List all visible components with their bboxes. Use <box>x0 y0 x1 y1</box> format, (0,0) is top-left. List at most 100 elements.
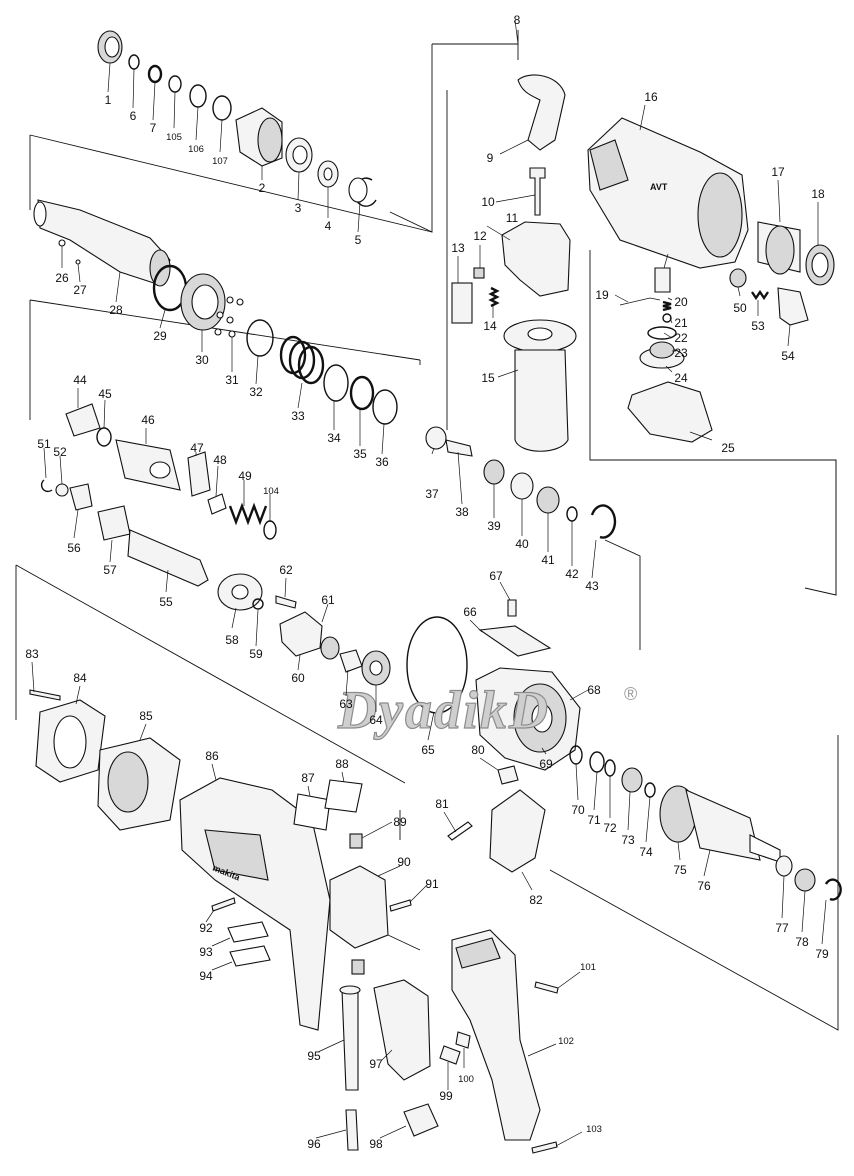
part-wire <box>387 934 421 951</box>
callout-78: 78 <box>795 935 809 949</box>
callout-12: 12 <box>473 229 487 243</box>
part-12-nut <box>473 267 485 279</box>
part-48-pin <box>207 493 227 515</box>
part-36-ring <box>372 389 398 425</box>
part-83-screw <box>29 689 61 701</box>
callout-43: 43 <box>585 579 599 593</box>
part-87-label <box>293 793 331 831</box>
callout-79: 79 <box>815 947 829 961</box>
part-42-ring <box>566 506 578 522</box>
part-97-switch <box>373 979 431 1081</box>
part-81-pin <box>447 821 473 841</box>
callout-25: 25 <box>721 441 735 455</box>
callout-96: 96 <box>307 1137 321 1151</box>
part-40-gear <box>510 472 534 500</box>
part-22-spring <box>662 300 672 312</box>
part-94-label <box>229 945 271 967</box>
part-85-field <box>97 737 181 831</box>
part-49-spring <box>228 502 268 526</box>
part-86-housing: makita <box>179 777 331 1031</box>
callout-2: 2 <box>259 181 266 195</box>
callout-16: 16 <box>644 90 658 104</box>
part-91-screw <box>389 899 412 912</box>
callout-52: 52 <box>53 445 67 459</box>
part-101-screw <box>534 981 559 994</box>
part-30-gear <box>180 273 226 331</box>
callout-57: 57 <box>103 563 117 577</box>
callout-65: 65 <box>421 743 435 757</box>
part-13-block <box>451 282 473 324</box>
part-51-clip <box>40 479 53 493</box>
callout-22: 22 <box>674 331 688 345</box>
callout-76: 76 <box>697 879 711 893</box>
watermark-text: DyadikD <box>337 680 550 740</box>
parts-spindle <box>33 199 398 425</box>
parts-motor <box>406 599 842 901</box>
callout-81: 81 <box>435 797 449 811</box>
part-44-impact-bolt <box>65 403 101 437</box>
callout-51: 51 <box>37 437 51 451</box>
part-102-handle-cover <box>451 929 541 1141</box>
callout-75: 75 <box>673 863 687 877</box>
callout-17: 17 <box>771 165 785 179</box>
callout-13: 13 <box>451 241 465 255</box>
callout-18: 18 <box>811 187 825 201</box>
callout-66: 66 <box>463 605 477 619</box>
part-52-washer <box>55 483 69 497</box>
part-88-label <box>324 779 363 813</box>
callout-56: 56 <box>67 541 81 555</box>
part-47-block <box>187 451 211 497</box>
housing-badge: AVT <box>650 182 668 192</box>
part-45-oring <box>96 427 112 447</box>
callout-68: 68 <box>587 683 601 697</box>
callout-7: 7 <box>150 121 157 135</box>
callout-27: 27 <box>73 283 87 297</box>
callout-30: 30 <box>195 353 209 367</box>
part-80-plate <box>497 765 519 785</box>
callout-99: 99 <box>439 1089 453 1103</box>
callout-55: 55 <box>159 595 173 609</box>
callout-59: 59 <box>249 647 263 661</box>
part-92-screw <box>211 897 236 912</box>
callout-73: 73 <box>621 833 635 847</box>
callout-6: 6 <box>130 109 137 123</box>
callout-33: 33 <box>291 409 305 423</box>
part-74-ring <box>644 782 656 798</box>
callout-28: 28 <box>109 303 123 317</box>
part-77-washer <box>775 855 793 877</box>
part-19-wire <box>619 297 661 306</box>
part-71-ring <box>589 751 605 773</box>
part-38-shaft <box>445 439 473 457</box>
part-106-washer <box>189 84 207 108</box>
callout-64: 64 <box>369 713 383 727</box>
part-62-screw <box>275 595 297 609</box>
callout-94: 94 <box>199 969 213 983</box>
part-26-ball <box>58 239 66 247</box>
part-6-ring <box>128 54 140 70</box>
watermark-registered: ® <box>624 684 637 704</box>
callout-93: 93 <box>199 945 213 959</box>
callout-32: 32 <box>249 385 263 399</box>
part-105-ring <box>168 75 182 93</box>
callout-103: 103 <box>586 1124 602 1135</box>
part-3-bearing <box>285 137 313 173</box>
assembly-frames <box>15 30 839 1031</box>
callout-106: 106 <box>188 144 204 155</box>
part-16-housing: AVT <box>587 117 749 269</box>
callout-82: 82 <box>529 893 543 907</box>
callout-62: 62 <box>279 563 293 577</box>
callout-24: 24 <box>674 371 688 385</box>
callout-60: 60 <box>291 671 305 685</box>
callout-100: 100 <box>458 1074 474 1085</box>
part-63-plate <box>339 649 363 673</box>
part-90-brush-holder <box>329 865 389 949</box>
part-68-gear-housing <box>475 667 581 771</box>
part-95-cord-guard <box>341 989 359 1091</box>
part-57-bearing <box>97 505 131 541</box>
part-104-ring <box>263 520 277 540</box>
part-14-spring <box>488 286 500 308</box>
callout-44: 44 <box>73 373 87 387</box>
part-82-bracket <box>489 789 546 873</box>
callout-80: 80 <box>471 743 485 757</box>
callout-101: 101 <box>580 962 596 973</box>
